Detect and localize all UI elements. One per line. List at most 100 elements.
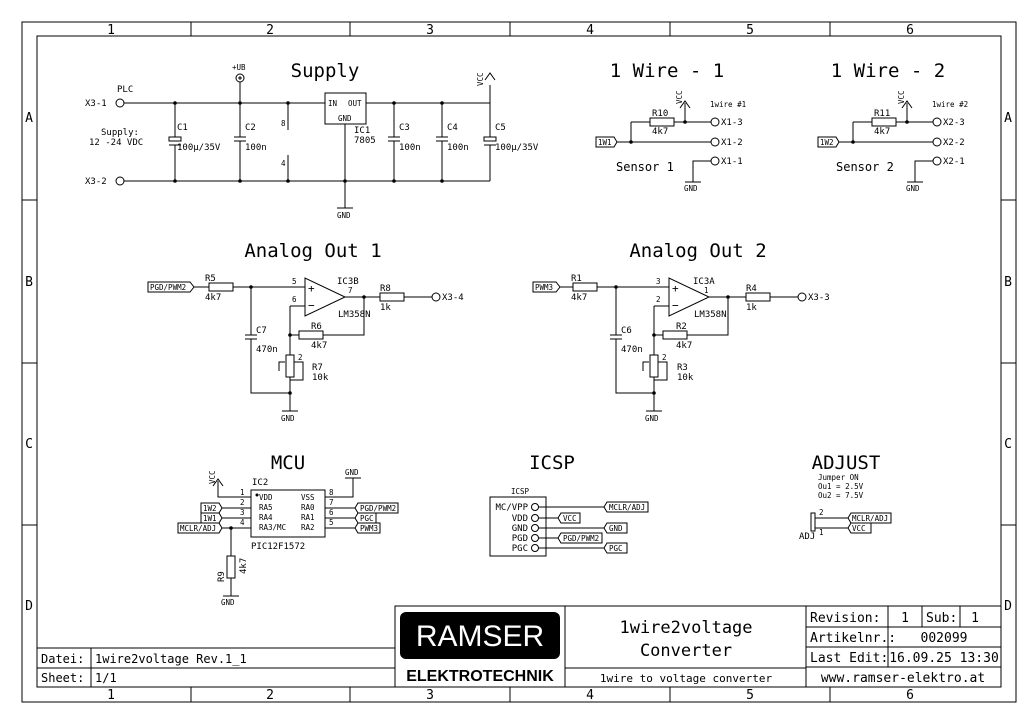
gnd-label: GND	[281, 414, 295, 423]
sheet-label: Sheet:	[41, 671, 84, 685]
vcc-label: VCC	[897, 90, 906, 104]
c2-value: 100n	[245, 143, 267, 153]
port-mclr-adj	[177, 522, 223, 534]
sheet-value: 1/1	[95, 671, 117, 685]
terminal-x2-3	[932, 117, 942, 127]
port-label: MCLR/ADJ	[852, 514, 888, 523]
adjust-block: ADJUST Jumper ON Ou1 = 2.5V Ou2 = 7.5V 2…	[799, 452, 892, 542]
c6-name: C6	[621, 326, 632, 336]
c7-value: 470n	[256, 345, 278, 355]
r5-value: 4k7	[205, 293, 221, 303]
sensor-1-label: Sensor 1	[616, 160, 674, 174]
article-label: Artikelnr.:	[810, 631, 896, 646]
icsp-pin-name: GND	[512, 524, 528, 534]
port-label: PWM3	[535, 283, 553, 292]
icsp-pin-name: PGD	[512, 534, 528, 544]
opamp-ic3b	[304, 277, 347, 317]
c7-name: C7	[256, 326, 267, 336]
row-label: C	[1004, 437, 1012, 452]
column-label: 1	[107, 688, 115, 703]
resistor-r9	[226, 555, 236, 579]
port-label: MCLR/ADJ	[609, 503, 645, 512]
r11-value: 4k7	[874, 127, 890, 137]
r7-pin: 2	[298, 353, 303, 362]
pin-name: VSS	[301, 493, 315, 502]
port-label: PGD/PWM2	[563, 534, 599, 543]
c1-name: C1	[177, 123, 188, 133]
column-label: 6	[906, 688, 914, 703]
pin-label: 5	[292, 277, 297, 286]
resistor-r5	[208, 282, 234, 292]
row-label: C	[25, 437, 33, 452]
c3-value: 100n	[399, 143, 421, 153]
file-value: 1wire2voltage Rev.1_1	[95, 652, 247, 666]
row-label: B	[1004, 275, 1012, 290]
pin-label: 6	[292, 295, 297, 304]
resistor-r2	[662, 330, 688, 340]
port-pwm3	[532, 281, 561, 293]
x3-1-label: X3-1	[85, 99, 107, 109]
pin-name: VDD	[259, 493, 273, 502]
terminal-x3-2	[115, 176, 125, 186]
logo-top-text: RAMSER	[416, 620, 544, 653]
out-label: X3-3	[808, 293, 830, 303]
x2-1-label: X2-1	[943, 157, 965, 167]
r3-value: 10k	[677, 373, 694, 383]
c5-name: C5	[495, 123, 506, 133]
jumper-label: ADJ	[799, 532, 815, 542]
lastedit-label: Last Edit:	[810, 651, 888, 666]
title-block: Datei: 1wire2voltage Rev.1_1 Sheet: 1/1 …	[37, 605, 1002, 688]
column-label: 5	[746, 688, 754, 703]
pin-name: RA1	[301, 513, 315, 522]
column-label: 4	[586, 688, 594, 703]
vcc-arrow-icon	[484, 72, 496, 81]
x1-1-label: X1-1	[721, 157, 743, 167]
port-label: GND	[609, 524, 623, 533]
gnd-label: GND	[684, 184, 698, 193]
doc-subtitle: 1wire to voltage converter	[600, 672, 773, 685]
icsp-pin-name: VDD	[512, 514, 528, 524]
icsp-title: ICSP	[529, 452, 575, 474]
analog1-title: Analog Out 1	[244, 240, 381, 262]
terminal-x1-3	[710, 117, 720, 127]
file-label: Datei:	[41, 652, 84, 666]
icsp-block: ICSP ICSP MC/VPP VDD GND PGD PGC MCLR/AD…	[489, 452, 649, 557]
port-label: PWM3	[360, 524, 378, 533]
pin-name: RA5	[259, 503, 273, 512]
pin-num: 3	[240, 508, 245, 517]
column-label: 3	[426, 688, 434, 703]
potentiometer-r3	[649, 354, 659, 378]
reg-in: IN	[328, 99, 337, 108]
r7-value: 10k	[312, 373, 329, 383]
port-1w1	[595, 136, 618, 148]
r10-value: 4k7	[652, 127, 668, 137]
wire2-tag: 1wire #2	[932, 100, 968, 109]
r1-name: R1	[571, 274, 582, 284]
ic1-value: 7805	[354, 136, 376, 146]
analog-out-2-block: Analog Out 2 PWM3 R1 4k7 + − 3 2 1 IC3A …	[532, 240, 830, 423]
port-1w2	[817, 136, 840, 148]
lastedit-value: 16.09.25 13:30	[889, 651, 999, 666]
c4-name: C4	[447, 123, 458, 133]
port-label: PGD/PWM2	[360, 504, 396, 513]
pin-name: RA2	[301, 523, 315, 532]
column-label: 6	[906, 23, 914, 38]
c1-value: 100µ/35V	[177, 143, 221, 153]
r2-name: R2	[676, 322, 687, 332]
port-label: PGC	[609, 544, 623, 553]
row-label: D	[1004, 599, 1012, 614]
supply-block: Supply PLC X3-1 X3-2 Supply: 12 -24 VDC …	[85, 60, 539, 220]
wire1-tag: 1wire #1	[710, 100, 746, 109]
pin-label: 2	[656, 295, 661, 304]
resistor-r6	[298, 330, 324, 340]
reg-out: OUT	[348, 99, 362, 108]
vcc-arrow-icon	[212, 478, 224, 487]
pin-num: 5	[329, 518, 334, 527]
supply-title: Supply	[291, 60, 360, 82]
wiper-arrow-icon	[278, 361, 285, 371]
port-label: 1W1	[203, 514, 217, 523]
pin-name: RA3/MC	[259, 523, 286, 532]
svg-text:+: +	[308, 282, 315, 295]
pin-num: 7	[329, 498, 334, 507]
